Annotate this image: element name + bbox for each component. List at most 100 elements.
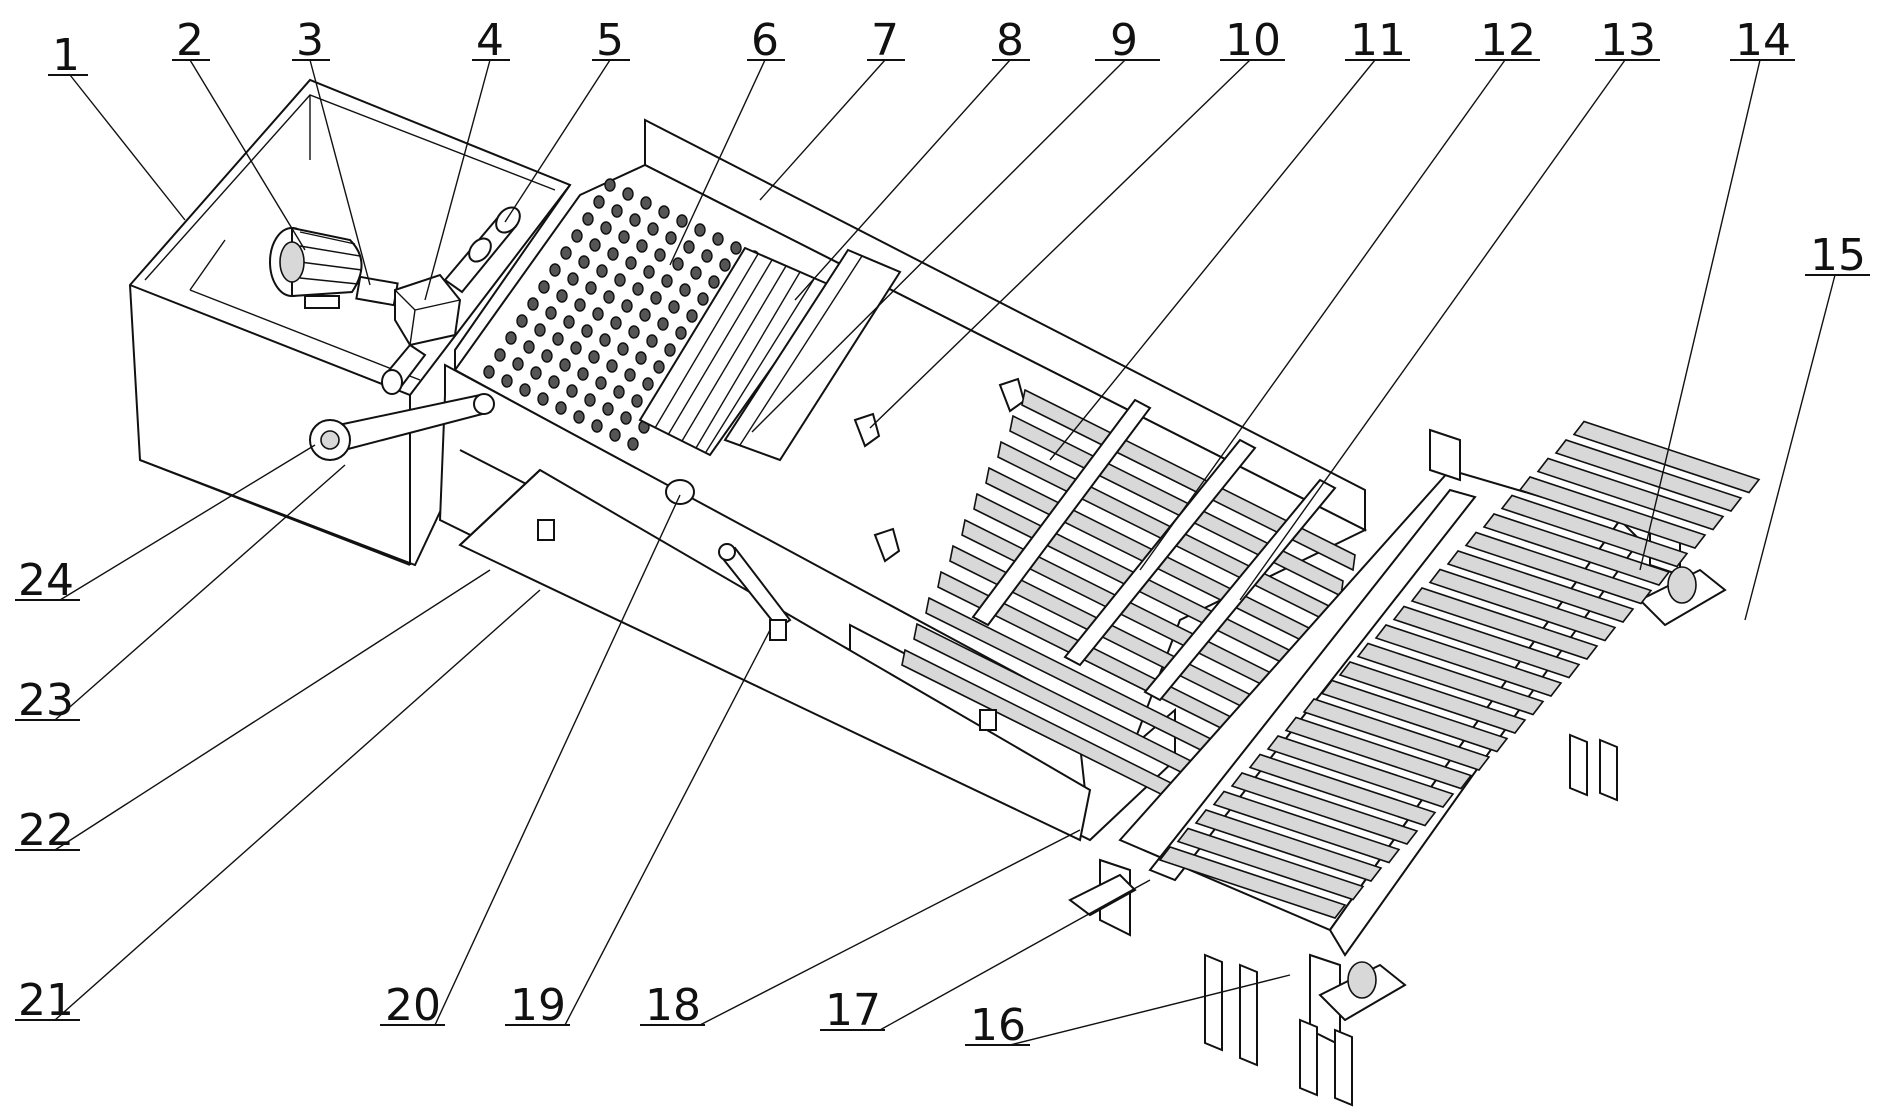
conveyor-slat: [1554, 439, 1743, 512]
perforation-hole: [679, 283, 691, 297]
label-11: 11: [1350, 15, 1406, 66]
perforation-hole: [625, 256, 637, 270]
perforation-hole: [530, 366, 542, 380]
perforation-hole: [578, 255, 590, 269]
conveyor-slat: [1248, 753, 1437, 827]
perforation-hole: [534, 323, 546, 337]
perforation-hole: [712, 232, 724, 246]
perforation-hole: [588, 350, 600, 364]
perforation-hole: [523, 340, 535, 354]
label-21: 21: [18, 975, 74, 1026]
perforation-hole: [640, 196, 652, 210]
perforation-hole: [585, 281, 597, 295]
pump: [394, 273, 462, 347]
perforation-hole: [686, 309, 698, 323]
perforation-hole: [653, 360, 665, 374]
perforation-hole: [570, 341, 582, 355]
label-10: 10: [1225, 15, 1281, 66]
perforation-hole: [609, 428, 621, 442]
conveyor-slat: [1266, 735, 1455, 808]
perforation-hole: [614, 273, 626, 287]
perforation-hole: [571, 229, 583, 243]
conveyor-slat: [1284, 716, 1473, 790]
perforation-hole: [631, 394, 643, 408]
flat-plate: [723, 248, 902, 462]
perforation-hole: [512, 357, 524, 371]
part-labels: 1 2 3 4 5 6 7 8 9 10 11 12 13 14 15 16 1…: [18, 15, 1866, 1051]
perforation-hole: [694, 223, 706, 237]
conveyor-slat: [1500, 494, 1689, 568]
bolts: [537, 519, 997, 731]
perforation-hole: [537, 392, 549, 406]
perforation-hole: [719, 258, 731, 272]
perforation-hole: [611, 204, 623, 218]
outlet-pipe: [381, 206, 521, 395]
perforation-hole: [672, 257, 684, 271]
perforation-hole: [650, 291, 662, 305]
water-tank: [128, 78, 572, 567]
perforation-hole: [636, 239, 648, 253]
leader-lines: [15, 59, 1870, 1046]
label-3: 3: [296, 15, 324, 66]
label-24: 24: [18, 555, 74, 606]
label-18: 18: [645, 980, 701, 1031]
conveyor-slat: [1320, 679, 1509, 753]
perforation-hole: [622, 187, 634, 201]
perforation-hole: [658, 205, 670, 219]
perforation-hole: [661, 274, 673, 288]
perforation-hole: [591, 419, 603, 433]
perforation-hole: [668, 300, 680, 314]
perforation-hole: [552, 332, 564, 346]
label-19: 19: [510, 980, 566, 1031]
perforation-hole: [603, 290, 615, 304]
perforation-hole: [574, 298, 586, 312]
label-22: 22: [18, 805, 74, 856]
perforation-hole: [657, 317, 669, 331]
conveyor-slat: [1338, 661, 1527, 734]
screen-roller: [1021, 388, 1356, 572]
conveyor-slat: [1230, 772, 1419, 845]
conveyor-slat: [1446, 550, 1635, 623]
label-2: 2: [176, 15, 204, 66]
perforation-hole: [607, 247, 619, 261]
perforation-hole: [624, 368, 636, 382]
perforation-hole: [664, 343, 676, 357]
label-5: 5: [596, 15, 624, 66]
label-15: 15: [1810, 230, 1866, 281]
support-arm: [718, 543, 792, 641]
conveyor-slat: [1464, 531, 1653, 605]
label-23: 23: [18, 675, 74, 726]
label-14: 14: [1735, 15, 1791, 66]
perforation-hole: [627, 437, 639, 451]
perforation-hole: [604, 178, 616, 192]
perforated-screen: [483, 178, 760, 451]
perforation-hole: [483, 365, 495, 379]
conveyor-slat: [1518, 476, 1707, 549]
perforation-hole: [555, 401, 567, 415]
perforation-hole: [676, 214, 688, 228]
conveyor-slat: [1410, 587, 1599, 660]
perforation-hole: [599, 333, 611, 347]
perforation-hole: [639, 308, 651, 322]
label-8: 8: [996, 15, 1024, 66]
perforation-hole: [581, 324, 593, 338]
perforation-hole: [560, 246, 572, 260]
label-6: 6: [751, 15, 779, 66]
vibration-lever: [309, 393, 495, 461]
perforation-hole: [654, 248, 666, 262]
perforation-hole: [618, 230, 630, 244]
perforation-hole: [582, 212, 594, 226]
perforation-hole: [527, 297, 539, 311]
perforation-hole: [548, 375, 560, 389]
perforation-hole: [620, 411, 632, 425]
conveyor-slat: [1356, 642, 1545, 716]
perforation-hole: [559, 358, 571, 372]
perforation-hole: [690, 266, 702, 280]
perforation-hole: [697, 292, 709, 306]
conveyor-slat: [1428, 568, 1617, 642]
label-4: 4: [476, 15, 504, 66]
perforation-hole: [635, 351, 647, 365]
label-9: 9: [1110, 15, 1138, 66]
perforation-hole: [549, 263, 561, 277]
